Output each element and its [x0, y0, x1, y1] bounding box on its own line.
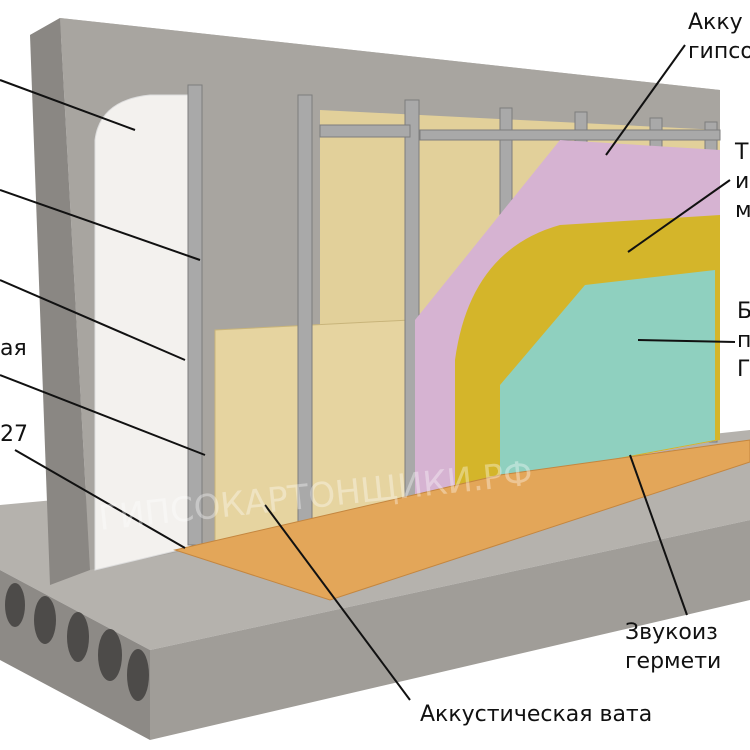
label-line: м — [735, 198, 750, 223]
label-line: Т — [735, 140, 749, 165]
label-line: гермети — [625, 649, 722, 674]
label-line: гипсо — [688, 39, 750, 64]
label-line: Акку — [688, 10, 743, 35]
label-acoustic-gypsum: Акку гипсо — [688, 8, 750, 66]
label-green-board: Б п Г — [737, 297, 750, 384]
label-line: Б — [737, 299, 750, 324]
label-membrane: Т и м — [735, 138, 750, 225]
label-line: п — [737, 328, 750, 353]
floor-board — [173, 439, 750, 601]
label-sealant: Звукоиз гермети — [625, 618, 721, 676]
floor-slab-side — [150, 520, 750, 740]
concrete-wall-edge — [30, 18, 90, 585]
label-line: и — [735, 169, 750, 194]
moisture-resistant-board — [500, 270, 715, 480]
slab-holes — [5, 583, 149, 701]
label-line: Звукоиз — [625, 620, 718, 645]
label-acoustic-wool: Аккустическая вата — [420, 702, 653, 727]
label-left-2: 27 — [0, 422, 28, 447]
label-line: Г — [737, 357, 750, 382]
label-left-1: ая — [0, 336, 27, 361]
leader-lines — [0, 44, 736, 701]
white-damper-panel — [94, 94, 201, 571]
